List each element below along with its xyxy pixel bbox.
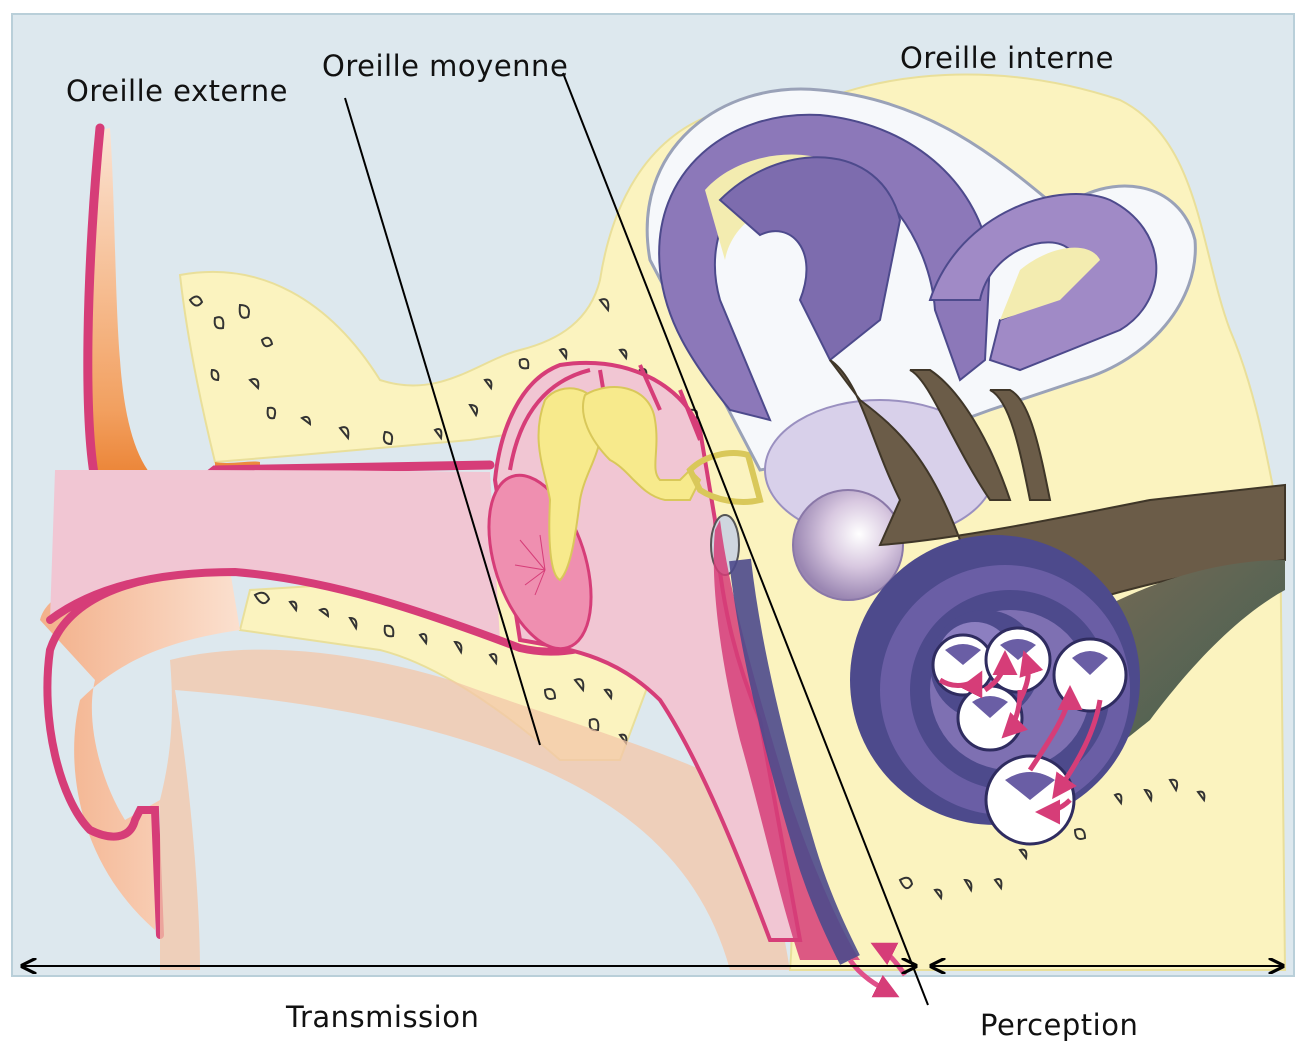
middle-ear-label: Oreille moyenne xyxy=(322,49,568,83)
outer-ear-label: Oreille externe xyxy=(66,74,288,108)
inner-ear-label: Oreille interne xyxy=(900,41,1114,75)
perception-label: Perception xyxy=(980,1008,1138,1042)
transmission-label: Transmission xyxy=(286,1000,479,1034)
